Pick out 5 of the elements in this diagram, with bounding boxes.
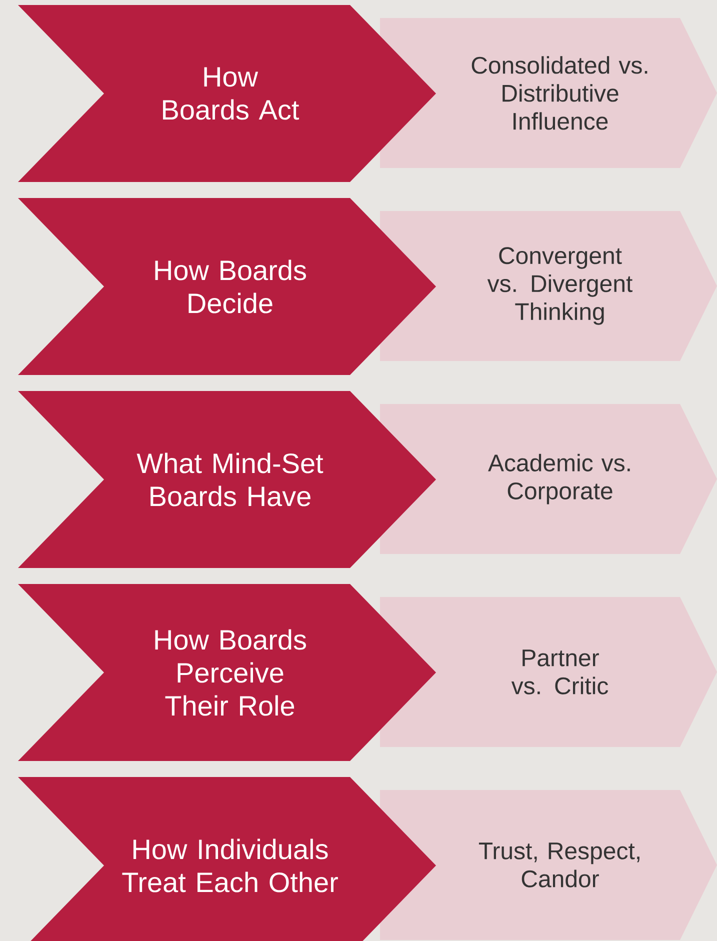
chevron-box: How Boards Act [18, 5, 436, 182]
chevron-box: How Boards Decide [18, 198, 436, 375]
chevron-box: How Boards Perceive Their Role [18, 584, 436, 761]
chevron-box: How Individuals Treat Each Other [18, 777, 436, 941]
chevron-box: What Mind-Set Boards Have [18, 391, 436, 568]
